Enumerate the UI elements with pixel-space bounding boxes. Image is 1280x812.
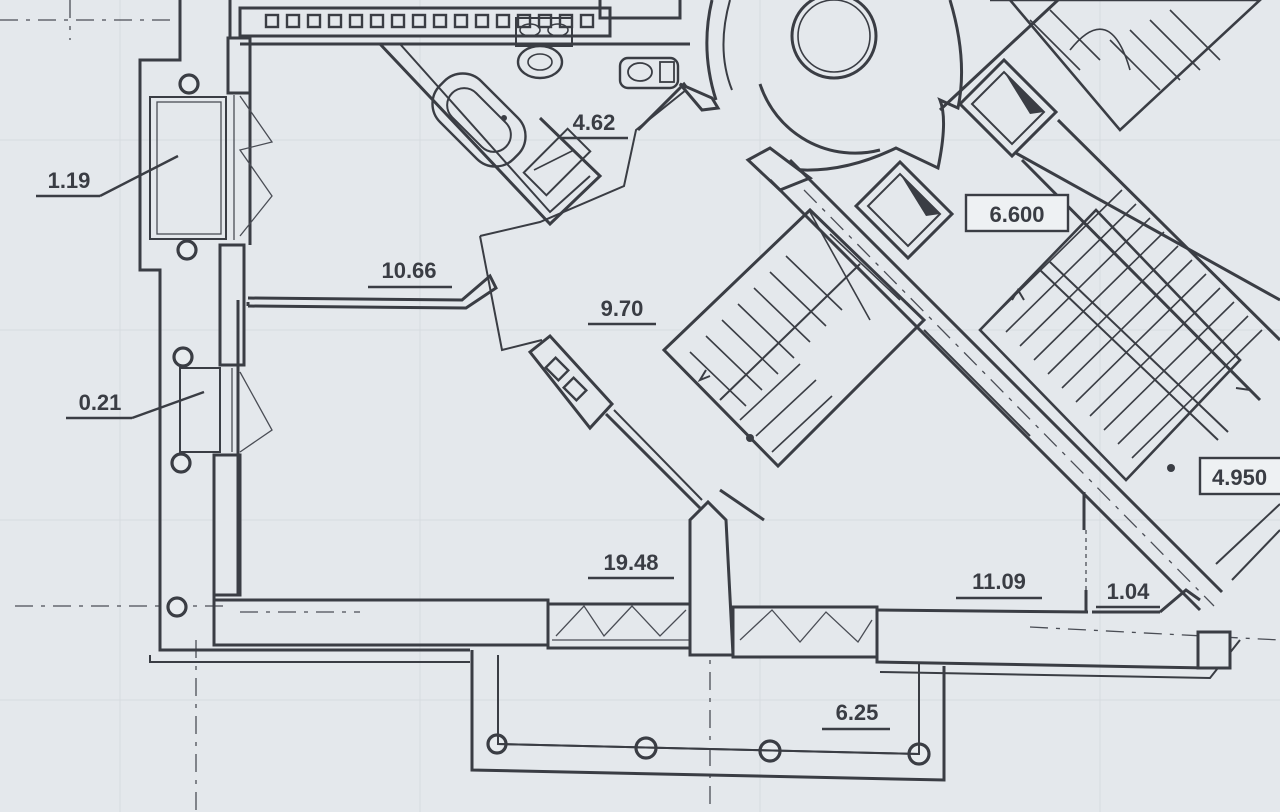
area-label-hall: 9.70 xyxy=(601,296,644,321)
column xyxy=(176,239,198,261)
level-marks: 6.600 4.950 xyxy=(964,193,1280,496)
area-label-closet: 1.04 xyxy=(1107,579,1151,604)
bathroom xyxy=(378,0,692,227)
area-label-balcony-upper: 1.19 xyxy=(48,168,91,193)
level-mark-box xyxy=(964,193,1070,233)
sink xyxy=(516,44,564,80)
column xyxy=(170,452,192,474)
area-label-bath: 4.62 xyxy=(573,110,616,135)
column xyxy=(172,346,194,368)
balcony-upper-outline xyxy=(149,95,274,240)
area-label-room-main: 19.48 xyxy=(603,550,658,575)
bathtub xyxy=(431,72,527,168)
top-duct-strip xyxy=(238,6,690,46)
interior-partitions xyxy=(246,89,703,510)
shafts xyxy=(853,57,1059,261)
area-label-room-right: 11.09 xyxy=(972,569,1026,594)
stair-left xyxy=(661,207,927,469)
stair-right xyxy=(978,189,1263,482)
level-mark-stairs: 6.600 xyxy=(989,202,1044,227)
level-mark-box xyxy=(1198,456,1280,496)
balcony-lower-outline xyxy=(179,367,273,453)
area-label-balcony-lower: 0.21 xyxy=(79,390,122,415)
rotunda xyxy=(678,0,964,192)
level-mark-right: 4.950 xyxy=(1212,465,1267,490)
stair-top-right xyxy=(990,0,1262,132)
area-label-terrace: 6.25 xyxy=(836,700,879,725)
area-label-room-left: 10.66 xyxy=(381,258,436,283)
closet-door xyxy=(1082,492,1201,614)
exterior-walls xyxy=(138,0,550,663)
toilet xyxy=(618,56,680,90)
bottom-walls xyxy=(546,499,1241,680)
area-labels: 4.62 9.70 10.66 19.48 11.09 1.04 6.25 1.… xyxy=(36,110,1160,731)
column xyxy=(166,596,188,618)
terrace xyxy=(470,650,946,782)
column xyxy=(178,73,200,95)
